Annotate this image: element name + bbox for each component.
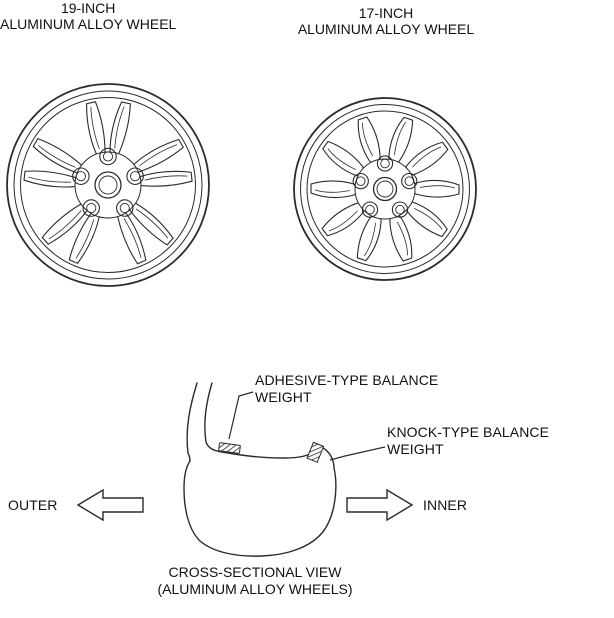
wheel-19-title: 19-INCH ALUMINUM ALLOY WHEEL — [0, 0, 176, 32]
wheel-17-illustration — [293, 97, 477, 281]
adhesive-balance-weight-mark — [218, 442, 241, 454]
wheel-19-lug-nuts — [72, 147, 144, 217]
adhesive-balance-weight-label: ADHESIVE-TYPE BALANCE WEIGHT — [255, 372, 439, 405]
wheel-17-size-label: 17-INCH — [358, 5, 414, 21]
adhesive-leader-line — [228, 391, 254, 440]
cross-section-illustration — [76, 382, 414, 557]
knock-balance-weight-label: KNOCK-TYPE BALANCE WEIGHT — [387, 424, 550, 457]
cross-section-caption-line2: (ALUMINUM ALLOY WHEELS) — [157, 581, 353, 597]
outer-arrow-icon — [76, 488, 144, 522]
cross-section-caption-line1: CROSS-SECTIONAL VIEW — [168, 564, 342, 580]
knock-balance-weight-mark — [306, 441, 325, 463]
wheel-19-type-label: ALUMINUM ALLOY WHEEL — [0, 16, 177, 32]
wheel-17-type-label: ALUMINUM ALLOY WHEEL — [297, 21, 475, 37]
wheel-19-size-label: 19-INCH — [60, 0, 116, 16]
outer-direction-label: OUTER — [8, 497, 58, 513]
cross-section-caption: CROSS-SECTIONAL VIEW (ALUMINUM ALLOY WHE… — [95, 564, 415, 598]
rim-cross-section-outline — [183, 382, 337, 557]
wheel-17-lug-nuts — [352, 155, 418, 218]
wheel-19-illustration — [6, 83, 210, 287]
inner-direction-label: INNER — [423, 497, 468, 513]
inner-arrow-icon — [346, 488, 414, 522]
knock-leader-line — [329, 446, 386, 461]
wheel-17-title: 17-INCH ALUMINUM ALLOY WHEEL — [280, 5, 492, 37]
